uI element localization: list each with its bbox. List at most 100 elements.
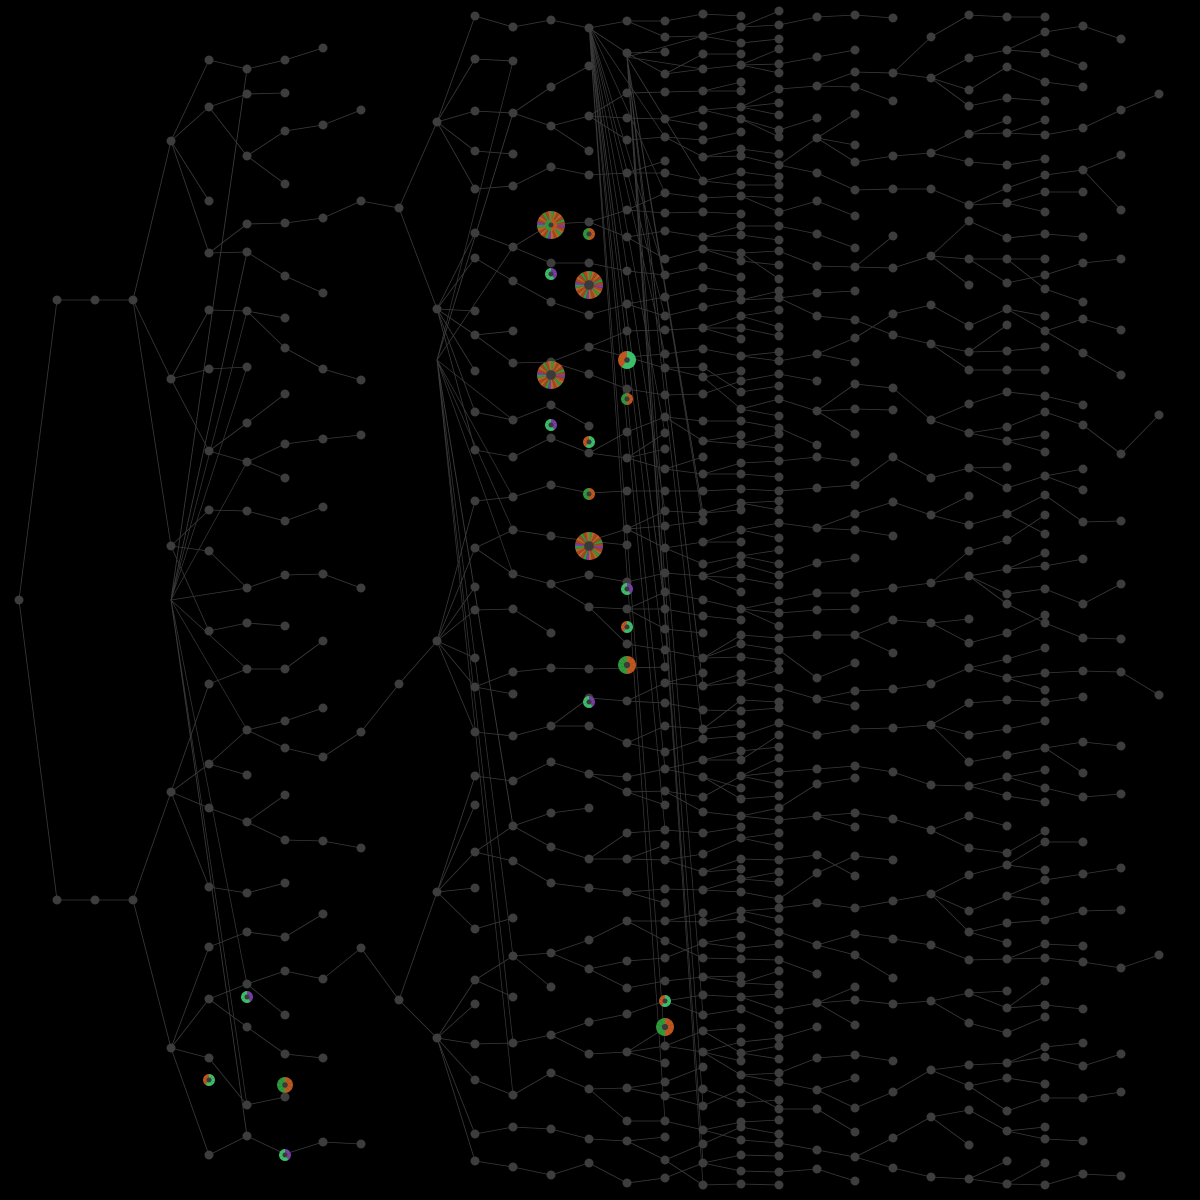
tree-node[interactable] [470,445,480,455]
tree-node[interactable] [546,433,556,443]
tree-node[interactable] [926,679,936,689]
tree-node[interactable] [204,942,214,952]
tree-node[interactable] [850,82,860,92]
tree-node[interactable] [964,200,974,210]
tree-node[interactable] [622,540,632,550]
tree-node[interactable] [1040,529,1050,539]
tree-node[interactable] [1002,695,1012,705]
tree-node[interactable] [774,84,784,94]
tree-node[interactable] [736,755,746,765]
tree-node[interactable] [1078,599,1088,609]
tree-node[interactable] [812,1053,822,1063]
tree-node[interactable] [736,854,746,864]
tree-node[interactable] [774,286,784,296]
tree-node[interactable] [850,429,860,439]
tree-node[interactable] [1040,284,1050,294]
tree-node[interactable] [774,1054,784,1064]
tree-node[interactable] [736,376,746,386]
tree-node[interactable] [90,295,100,305]
tree-node[interactable] [698,1158,708,1168]
tree-node[interactable] [1002,198,1012,208]
tree-node[interactable] [888,231,898,241]
tree-node[interactable] [926,510,936,520]
tree-node[interactable] [698,849,708,859]
tree-node[interactable] [812,694,822,704]
tree-node[interactable] [622,453,632,463]
tree-node[interactable] [1154,89,1164,99]
tree-node[interactable] [318,1137,328,1147]
tree-node[interactable] [774,1115,784,1125]
tree-node[interactable] [622,787,632,797]
tree-node[interactable] [1002,1003,1012,1013]
tree-node[interactable] [1040,48,1050,58]
tree-node[interactable] [1116,254,1126,264]
tree-node[interactable] [850,808,860,818]
tree-node[interactable] [850,211,860,221]
tree-node[interactable] [546,808,556,818]
tree-node[interactable] [584,61,594,71]
tree-node[interactable] [812,811,822,821]
tree-node[interactable] [850,10,860,20]
tree-node[interactable] [1116,579,1126,589]
tree-node[interactable] [698,724,708,734]
tree-node[interactable] [1002,1126,1012,1136]
tree-node[interactable] [1002,462,1012,472]
tree-node[interactable] [1078,737,1088,747]
tree-node[interactable] [964,254,974,264]
tree-node[interactable] [774,34,784,44]
tree-node[interactable] [660,624,670,634]
tree-node[interactable] [736,887,746,897]
tree-node[interactable] [736,604,746,614]
tree-node[interactable] [14,595,24,605]
tree-node[interactable] [1002,304,1012,314]
tree-node[interactable] [888,855,898,865]
pie-node[interactable] [544,268,558,280]
pie-node[interactable] [575,271,603,299]
tree-node[interactable] [242,1131,252,1141]
tree-node[interactable] [698,302,708,312]
tree-node[interactable] [736,874,746,884]
tree-node[interactable] [774,132,784,142]
tree-node[interactable] [736,1023,746,1033]
tree-node[interactable] [280,932,290,942]
tree-node[interactable] [660,662,670,672]
tree-node[interactable] [850,588,860,598]
tree-node[interactable] [1002,772,1012,782]
tree-node[interactable] [926,825,936,835]
tree-node[interactable] [318,43,328,53]
tree-node[interactable] [964,843,974,853]
tree-node[interactable] [166,374,176,384]
tree-node[interactable] [622,956,632,966]
tree-node[interactable] [546,663,556,673]
tree-node[interactable] [698,86,708,96]
tree-node[interactable] [774,683,784,693]
tree-node[interactable] [622,604,632,614]
tree-node[interactable] [242,64,252,74]
tree-node[interactable] [1078,1169,1088,1179]
tree-node[interactable] [774,1077,784,1087]
tree-node[interactable] [356,196,366,206]
tree-node[interactable] [850,724,860,734]
tree-node[interactable] [660,464,670,474]
tree-node[interactable] [1002,160,1012,170]
tree-node[interactable] [888,96,898,106]
tree-node[interactable] [584,369,594,379]
tree-node[interactable] [736,551,746,561]
tree-node[interactable] [1002,93,1012,103]
tree-node[interactable] [698,611,708,621]
tree-node[interactable] [812,349,822,359]
tree-node[interactable] [1040,12,1050,22]
tree-node[interactable] [508,56,518,66]
tree-node[interactable] [698,9,708,19]
tree-node[interactable] [736,387,746,397]
tree-node[interactable] [508,1122,518,1132]
tree-node[interactable] [812,1145,822,1155]
tree-node[interactable] [1078,792,1088,802]
tree-node[interactable] [774,703,784,713]
tree-node[interactable] [622,384,632,394]
tree-node[interactable] [318,752,328,762]
tree-node[interactable] [812,229,822,239]
tree-node[interactable] [850,686,860,696]
tree-node[interactable] [736,144,746,154]
tree-node[interactable] [888,452,898,462]
